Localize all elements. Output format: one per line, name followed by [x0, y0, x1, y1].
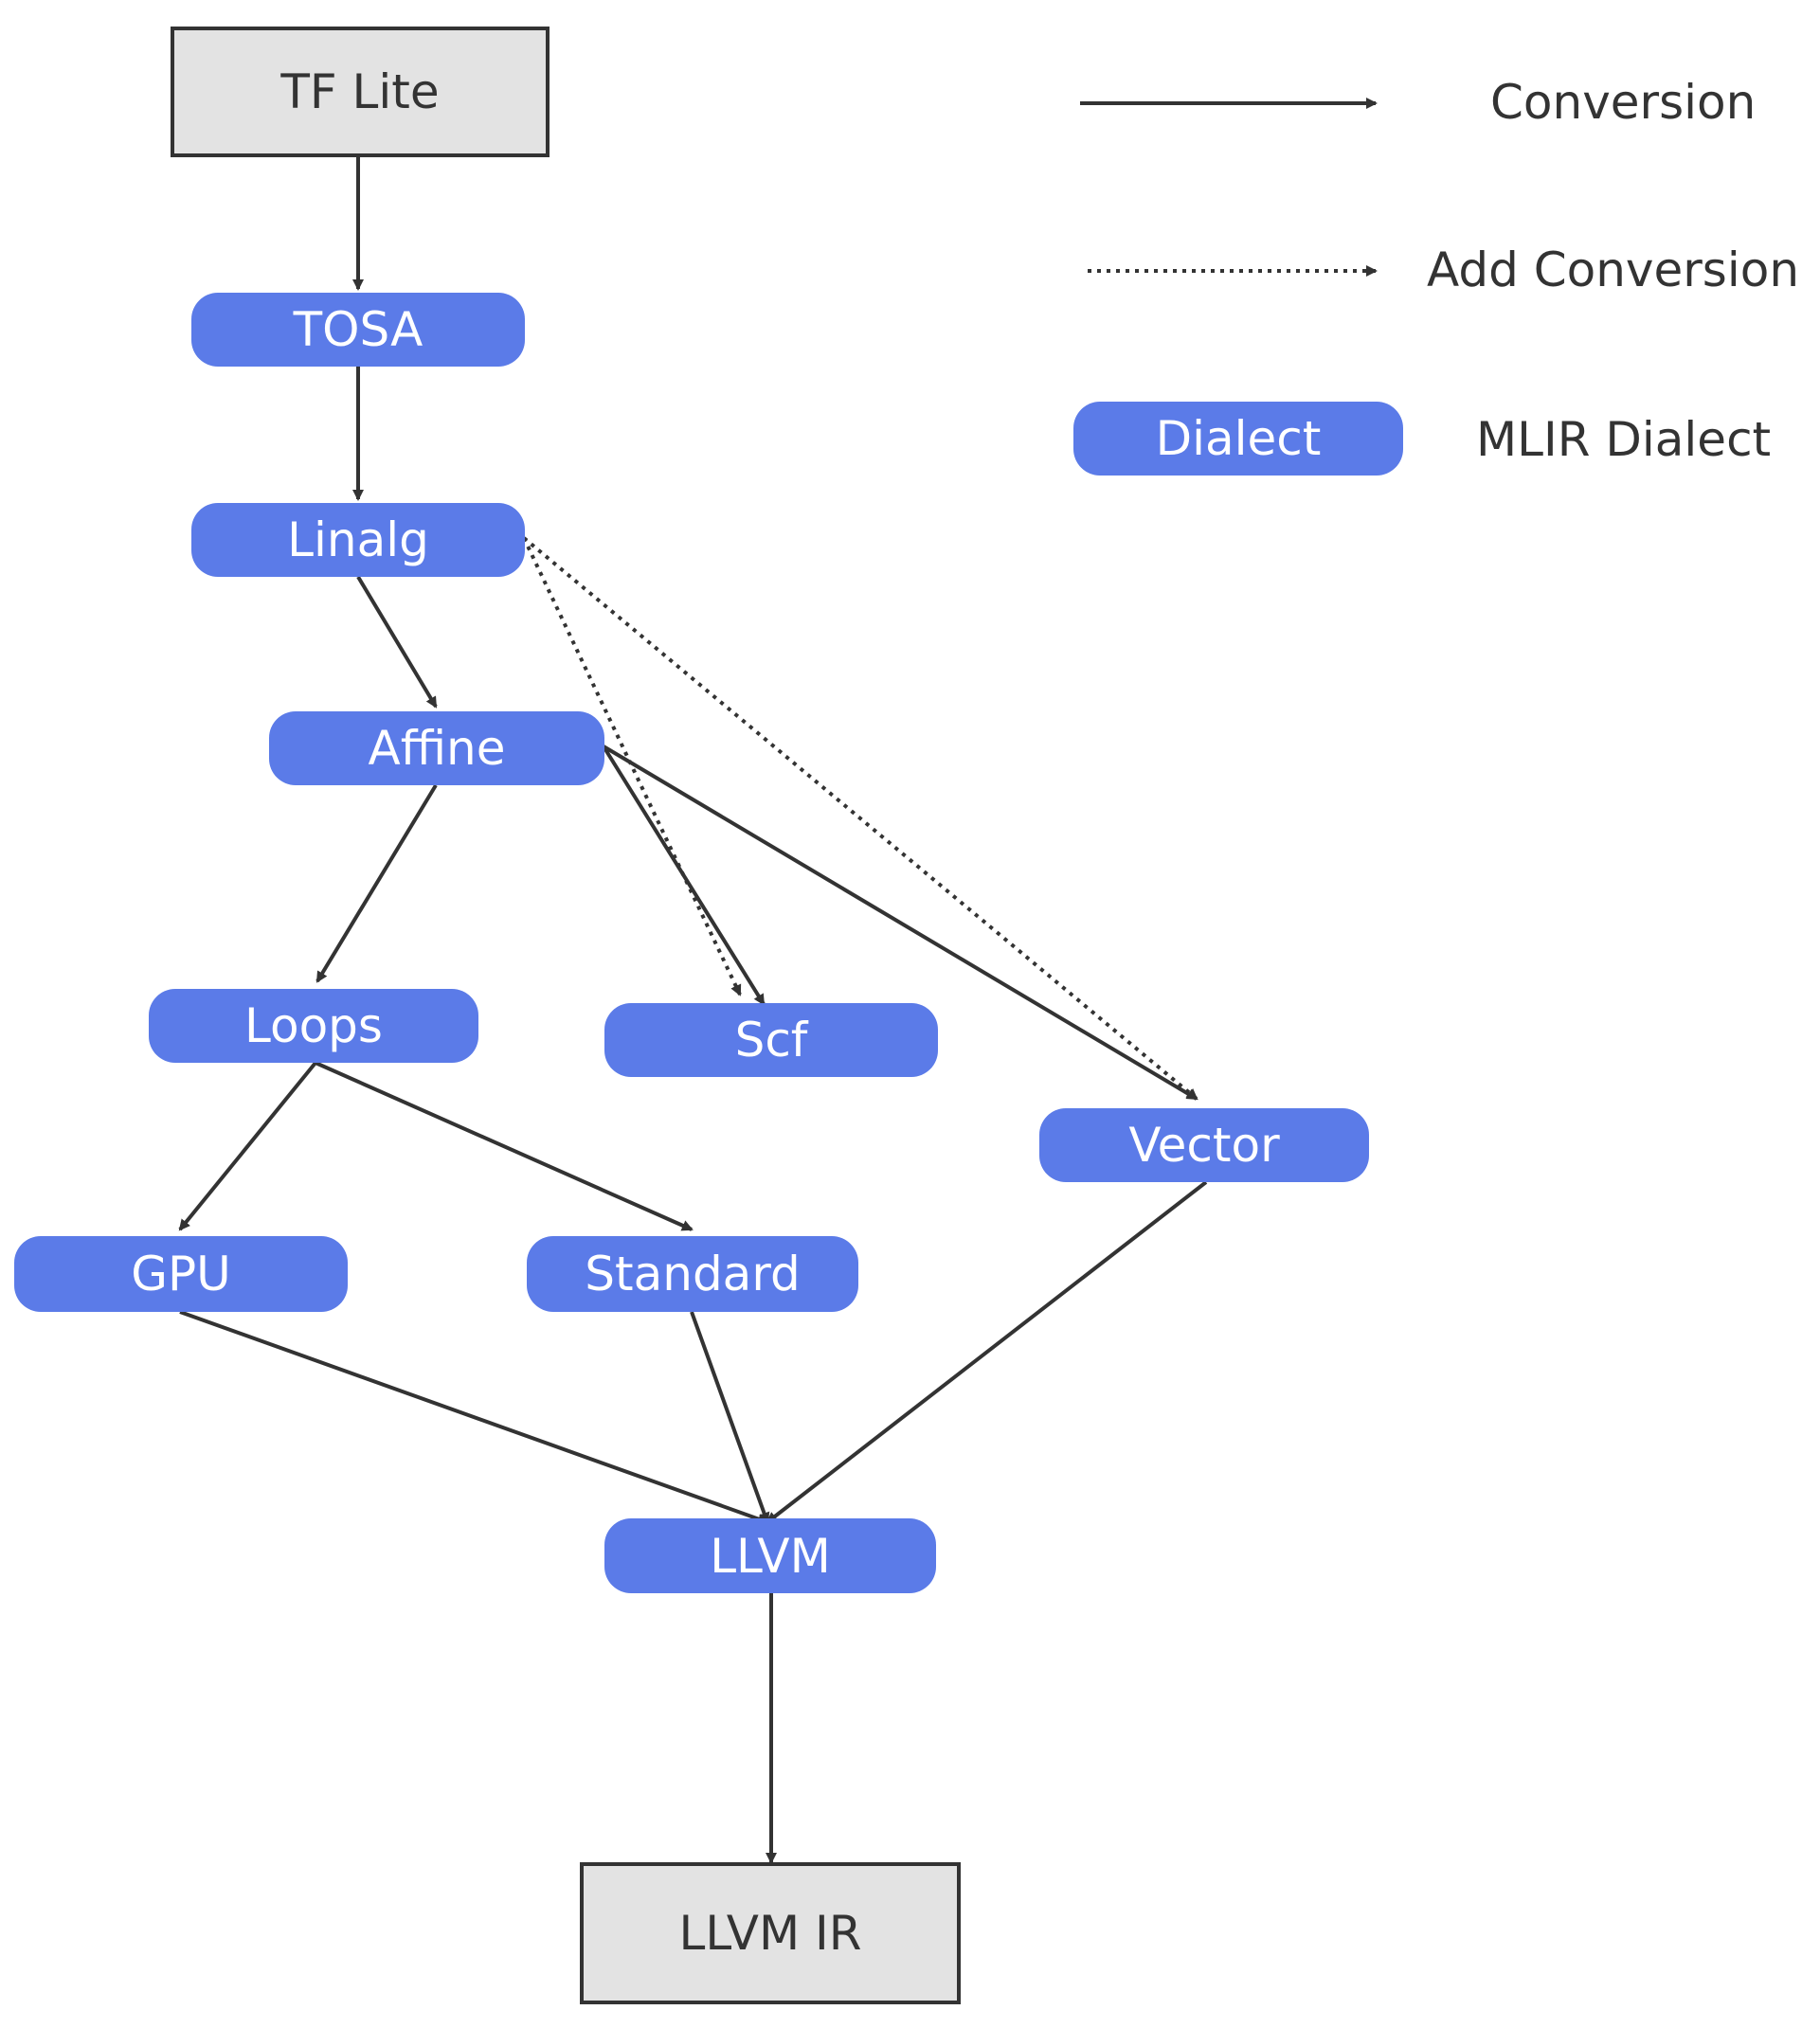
- node-affine: Affine: [269, 711, 604, 785]
- node-loops: Loops: [149, 989, 478, 1063]
- node-scf: Scf: [604, 1003, 938, 1077]
- node-tf-lite: TF Lite: [171, 27, 550, 157]
- node-tf-lite-label: TF Lite: [280, 64, 440, 119]
- node-scf-label: Scf: [734, 1013, 808, 1068]
- edge-linalg-vector: [522, 536, 1198, 1101]
- node-linalg: Linalg: [191, 503, 525, 577]
- edge-affine-vector: [602, 745, 1198, 1101]
- node-llvm-ir: LLVM IR: [580, 1862, 961, 2004]
- node-loops-label: Loops: [244, 998, 383, 1053]
- legend-dialect-sample-label: Dialect: [1155, 411, 1322, 466]
- edge-standard-llvm: [690, 1311, 770, 1524]
- node-affine-label: Affine: [368, 721, 506, 776]
- node-tosa-label: TOSA: [293, 302, 423, 357]
- node-tosa: TOSA: [191, 293, 525, 367]
- edge-loops-gpu: [178, 1061, 317, 1231]
- edge-loops-standard: [315, 1061, 694, 1231]
- edge-affine-loops: [315, 783, 438, 983]
- node-vector: Vector: [1039, 1108, 1369, 1182]
- edge-affine-scf: [602, 745, 766, 1006]
- node-llvm-label: LLVM: [710, 1528, 831, 1584]
- edge-gpu-llvm: [179, 1310, 769, 1525]
- node-vector-label: Vector: [1128, 1118, 1280, 1173]
- edge-vector-llvm: [766, 1180, 1208, 1524]
- legend-dialect-sample: Dialect: [1073, 402, 1403, 476]
- node-gpu-label: GPU: [131, 1247, 231, 1301]
- legend-conversion-label: Conversion: [1490, 75, 1757, 130]
- edge-linalg-affine: [356, 575, 438, 709]
- legend-dialect-label: MLIR Dialect: [1476, 412, 1772, 467]
- node-gpu: GPU: [14, 1236, 348, 1312]
- node-linalg-label: Linalg: [287, 512, 429, 567]
- node-standard-label: Standard: [585, 1247, 801, 1301]
- node-llvm-ir-label: LLVM IR: [678, 1906, 862, 1961]
- node-standard: Standard: [527, 1236, 858, 1312]
- node-llvm: LLVM: [604, 1518, 936, 1593]
- legend-add-conversion-label: Add Conversion: [1427, 242, 1800, 297]
